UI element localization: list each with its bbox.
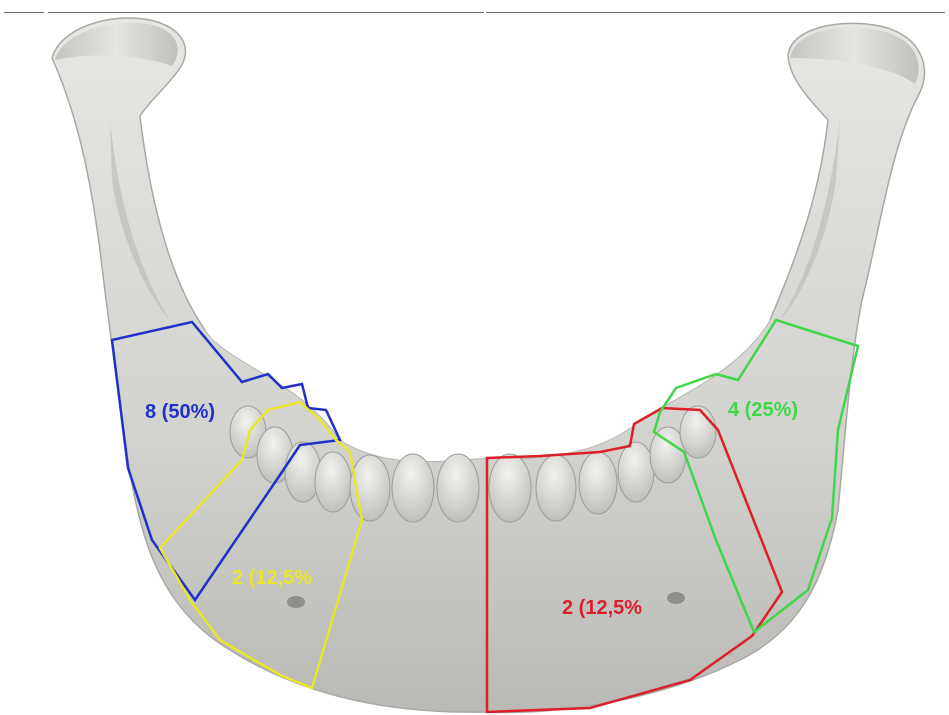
tooth <box>579 452 617 514</box>
region-label-blue: 8 (50%) <box>145 401 215 423</box>
tooth <box>680 406 716 458</box>
region-label-red: 2 (12,5% <box>562 597 642 619</box>
tooth <box>489 454 531 522</box>
tooth <box>618 442 654 502</box>
region-label-green: 4 (25%) <box>728 399 798 421</box>
mental-foramen-right <box>667 592 685 604</box>
tooth <box>437 454 479 522</box>
tooth <box>536 455 576 521</box>
mental-foramen-left <box>287 596 305 608</box>
tooth <box>315 452 351 512</box>
tooth <box>392 454 434 522</box>
region-label-yellow: 2 (12,5% <box>232 567 312 589</box>
